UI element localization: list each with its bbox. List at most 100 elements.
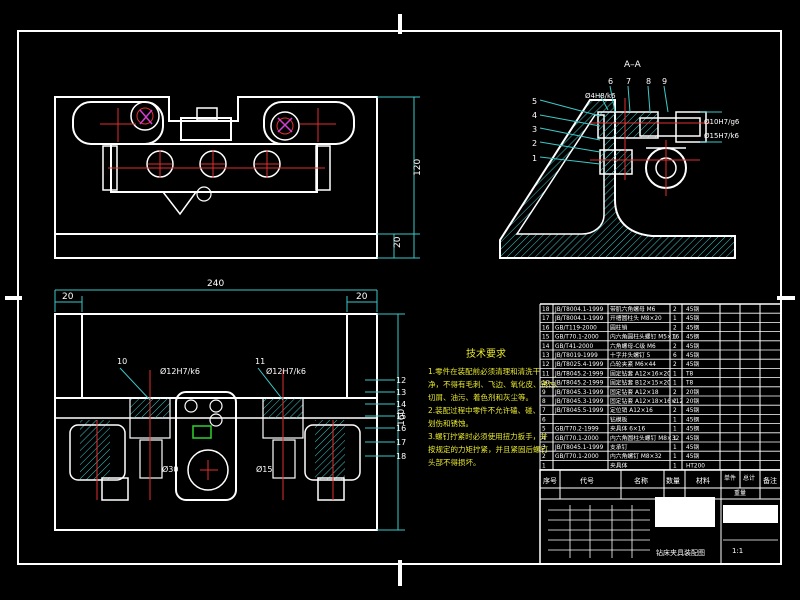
bom-cell-mat: 45钢 — [686, 305, 699, 313]
fit-label-2: Ø12H7/k6 — [266, 366, 306, 376]
header-weight: 重量 — [734, 489, 746, 497]
tech-line-3: 切屑、油污、着色剂和灰尘等。 — [428, 392, 533, 402]
header-total: 总计 — [743, 474, 755, 482]
fit-label-side-1: Ø4H8/k6 — [585, 92, 616, 100]
bom-cell-qty: 1 — [673, 454, 677, 460]
bom-cell-name: 内六角圆柱头螺钉 M5×16 — [610, 333, 679, 341]
dim-height-120: 120 — [413, 159, 423, 176]
tech-line-6: 3.螺钉拧紧时必须使用扭力扳手，并 — [428, 431, 548, 441]
callout-11: 11 — [255, 357, 265, 366]
bom-cell-name: 固定钻套 A12×18 — [610, 388, 659, 396]
header-no: 序号 — [543, 476, 557, 485]
bom-cell-no: 7 — [542, 408, 546, 414]
bom-cell-mat: 45钢 — [686, 360, 699, 368]
bom-cell-no: 14 — [542, 344, 550, 350]
dim-front-160: 160 — [397, 409, 407, 426]
bom-cell-name: 开槽圆柱头 M8×20 — [610, 314, 662, 322]
callout-4: 4 — [532, 111, 537, 120]
title-block: 序号 代号 名称 数量 材料 单件 总计 备注 重量 钻床夹具装配图 1:1 — [539, 469, 782, 565]
bom-cell-name: 固定钻套 A12×16×20 — [610, 369, 671, 377]
bom-cell-mat: 45钢 — [686, 342, 699, 350]
drawing-name: 钻床夹具装配图 — [656, 548, 705, 557]
bom-cell-no: 8 — [542, 399, 546, 405]
fit-label-3: Ø30 — [162, 464, 178, 474]
header-std: 代号 — [580, 476, 594, 485]
bom-cell-std: GB/T70.2-1999 — [555, 427, 599, 433]
bom-cell-no: 16 — [542, 325, 550, 331]
bom-cell-qty: 1 — [673, 427, 677, 433]
callout-12: 12 — [396, 376, 406, 385]
bom-cell-name: 圆柱销 — [610, 323, 628, 331]
bom-cell-mat: 45钢 — [686, 415, 699, 423]
bom-cell-std: GB/T41-2000 — [555, 344, 593, 350]
fit-label-side-3: Ø15H7/k6 — [704, 132, 740, 140]
header-single: 单件 — [724, 474, 736, 482]
bom-cell-mat: 45钢 — [686, 323, 699, 331]
section-label: A–A — [624, 60, 642, 70]
bom-cell-no: 13 — [542, 353, 550, 359]
bom-cell-std: JB/T8045.2-1999 — [554, 371, 604, 377]
bom-cell-mat: 45钢 — [686, 434, 699, 442]
bom-cell-no: 18 — [542, 307, 550, 313]
bom-cell-mat: 20钢 — [686, 397, 699, 405]
bom-cell-no: 11 — [542, 371, 550, 377]
top-view: 120 20 — [54, 96, 423, 259]
bom-cell-name: 夹具体 6×16 — [610, 425, 645, 433]
bom-cell-std: GB/T70.1-2000 — [555, 436, 599, 442]
bom-cell-mat: 45钢 — [686, 443, 699, 451]
tech-line-7: 按规定的力矩拧紧，并且紧固后螺钉 — [428, 444, 548, 454]
bom-cell-no: 6 — [542, 417, 546, 423]
tech-line-4: 2.装配过程中零件不允许磕、碰、 — [428, 405, 540, 415]
bom-cell-mat: 45钢 — [686, 314, 699, 322]
bom-cell-std: GB/T70.1-2000 — [555, 454, 599, 460]
tech-line-5: 划伤和锈蚀。 — [428, 418, 473, 428]
bom-cell-qty: 2 — [673, 344, 677, 350]
bom-cell-qty: 1 — [673, 316, 677, 322]
bom-cell-qty: 1 — [673, 463, 677, 469]
bom-cell-std: GB/T119-2000 — [555, 325, 597, 331]
bom-cell-no: 10 — [542, 381, 550, 387]
bom-cell-name: 内六角圆柱头螺钉 M8×32 — [610, 434, 679, 442]
bom-cell-mat: HT200 — [686, 463, 705, 469]
bom-cell-qty: 2 — [673, 390, 677, 396]
bom-cell-qty: 2 — [673, 325, 677, 331]
bom-cell-name: 固定钻套 A12×18×16×12 — [610, 397, 683, 405]
bom-cell-mat: T8 — [685, 381, 694, 387]
bom-cell-std: JB/T8025.4-1999 — [554, 362, 604, 368]
bom-cell-std: JB/T8019-1999 — [554, 353, 598, 359]
bom-cell-name: 十字并头螺钉 5 — [610, 351, 651, 359]
callout-9: 9 — [662, 77, 667, 86]
technical-requirements: 技术要求 1.零件在装配前必须清理和清洗干 净，不得有毛刺、飞边、氧化皮、锈蚀、… — [428, 347, 563, 467]
bom-cell-no: 12 — [542, 362, 550, 368]
bom-cell-qty: 2 — [673, 362, 677, 368]
bom-cell-name: 夹具体 — [610, 461, 628, 469]
bom-cell-std: JB/T8045.5-1999 — [554, 408, 604, 414]
bom-cell-qty: 1 — [673, 371, 677, 377]
bom-cell-no: 5 — [542, 427, 546, 433]
bom-cell-std: JB/T8045.3-1999 — [554, 390, 604, 396]
tech-title: 技术要求 — [466, 347, 506, 360]
front-view: 240 20 20 160 Ø12H7/k6 Ø12H7/k6 Ø30 Ø15 … — [54, 279, 407, 531]
header-name: 名称 — [634, 476, 648, 485]
bom-cell-std: JB/T8045.2-1999 — [554, 381, 604, 387]
callout-18: 18 — [396, 452, 406, 461]
callout-16: 16 — [396, 424, 406, 433]
dim-right-20: 20 — [356, 292, 368, 302]
dim-left-20: 20 — [62, 292, 74, 302]
sheet-frame — [5, 14, 795, 586]
bom-cell-mat: T8 — [685, 371, 694, 377]
callout-13: 13 — [396, 388, 406, 397]
callout-8: 8 — [646, 77, 651, 86]
bom-cell-mat: 45钢 — [686, 425, 699, 433]
bom-cell-qty: 2 — [673, 307, 677, 313]
callout-5: 5 — [532, 97, 537, 106]
dim-height-20: 20 — [393, 236, 403, 248]
fit-label-1: Ø12H7/k6 — [160, 366, 200, 376]
fit-label-4: Ø15 — [256, 464, 272, 474]
bom-cell-qty: 2 — [673, 399, 677, 405]
bom-cell-name: 定位销 A12×16 — [610, 406, 653, 414]
bom-cell-name: 六角螺母-C级 M6 — [610, 342, 656, 350]
bom-cell-qty: 1 — [673, 335, 677, 341]
bom-cell-no: 15 — [542, 335, 550, 341]
